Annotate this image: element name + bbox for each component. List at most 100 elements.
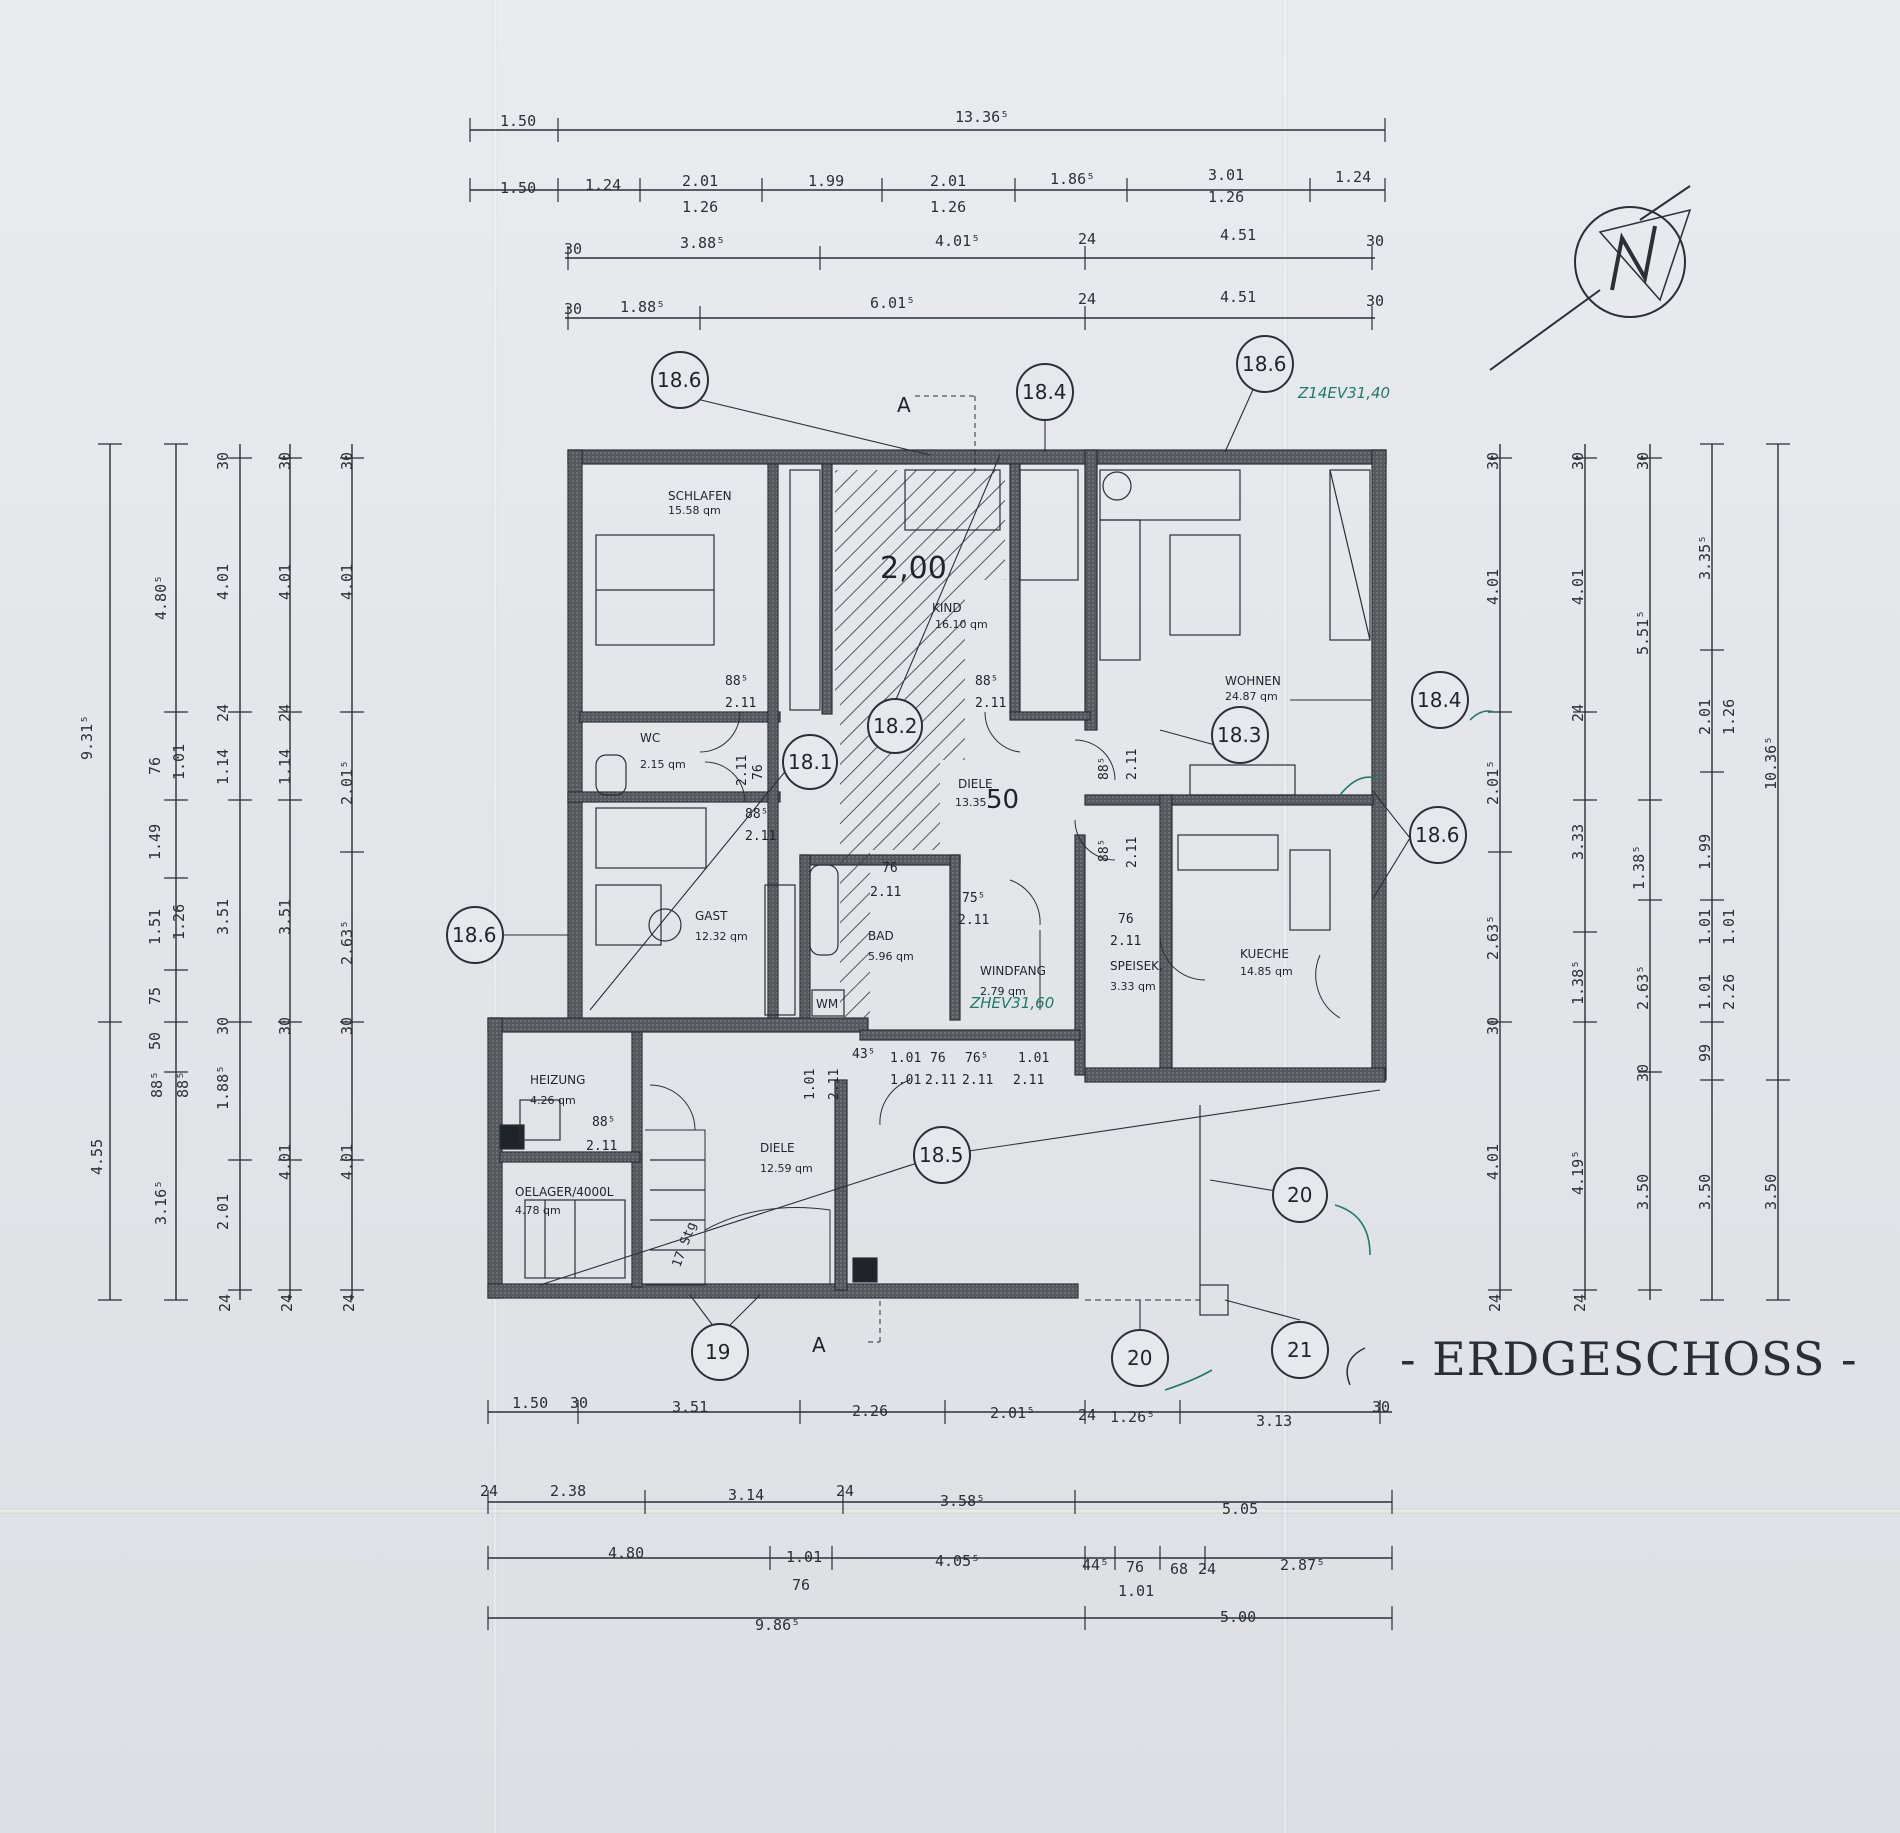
dim-top-4d: 24	[1078, 290, 1096, 308]
svg-text:18.2: 18.2	[873, 714, 918, 738]
bubble-3: 18.6	[1236, 335, 1294, 393]
dim-bot-3b: 1.01	[786, 1548, 822, 1566]
room-name-wm: WM	[816, 997, 838, 1011]
dim-top-2g: 3.01	[1208, 166, 1244, 184]
bubble-14: 21	[1271, 1321, 1329, 1379]
room-name-windfang: WINDFANG	[980, 964, 1046, 978]
walls	[487, 449, 1387, 1299]
door-label-5: 76	[751, 764, 766, 780]
dim-right-5a: 10.36⁵	[1762, 736, 1780, 790]
dim-right-3f: 3.50	[1634, 1174, 1652, 1210]
dim-right-4e: 1.01	[1696, 909, 1714, 945]
dim-bot-3a: 4.80	[608, 1544, 644, 1562]
room-name-bad: BAD	[868, 929, 894, 943]
door-label-30: 76	[930, 1051, 946, 1066]
dim-top-4c: 6.01⁵	[870, 294, 915, 312]
dim-bot-1e: 2.01⁵	[990, 1404, 1035, 1422]
room-name-wohnen: WOHNEN	[1225, 674, 1281, 688]
green-note-1: Z14EV31,40	[1297, 384, 1390, 402]
room-area-diele-lower: 12.59 qm	[760, 1162, 813, 1175]
dim-bot-1c: 3.51	[672, 1398, 708, 1416]
dimension-chain-left	[98, 443, 364, 1301]
dim-top-3d: 24	[1078, 230, 1096, 248]
dimension-chain-right	[1488, 443, 1790, 1301]
dim-left-4d: 1.14	[276, 749, 294, 785]
door-label-4: 2.11	[975, 696, 1006, 711]
room-name-schlafen: SCHLAFEN	[668, 489, 732, 503]
dim-bot-3c: 76	[792, 1576, 810, 1594]
svg-text:19: 19	[705, 1340, 730, 1364]
dim-right-2b: 4.01	[1569, 569, 1587, 605]
paper-fold-right	[1282, 0, 1288, 1833]
dim-right-4g: 99	[1696, 1044, 1714, 1062]
dim-left-5d: 2.63⁵	[338, 920, 356, 965]
green-note-2: ZHEV31,60	[969, 994, 1054, 1012]
svg-text:20: 20	[1287, 1183, 1312, 1207]
room-area-bad: 5.96 qm	[868, 950, 914, 963]
room-area-wohnen: 24.87 qm	[1225, 690, 1278, 703]
svg-text:18.1: 18.1	[788, 750, 833, 774]
dim-top-4e: 4.51	[1220, 288, 1256, 306]
dim-left-2a: 4.80⁵	[152, 575, 170, 620]
room-name-kueche: KUECHE	[1240, 947, 1289, 961]
furniture	[519, 469, 1371, 1316]
bubble-1: 18.6	[651, 351, 709, 409]
room-area-kind: 16.10 qm	[935, 618, 988, 631]
dim-bot-3g: 1.01	[1118, 1582, 1154, 1600]
dim-left-4f: 30	[276, 1017, 294, 1035]
bubble-2: 18.4	[1016, 363, 1074, 421]
dim-bot-1i: 30	[1372, 1398, 1390, 1416]
dimension-text-top: 1.50 13.36⁵ 1.50 1.24 2.01 1.99 2.01 1.8…	[500, 108, 1384, 318]
dim-top-4b: 1.88⁵	[620, 298, 665, 316]
door-label-19: 88⁵	[592, 1115, 615, 1130]
door-label-6: 2.11	[735, 755, 750, 786]
dim-left-2b: 76	[146, 757, 164, 775]
door-label-25: 76⁵	[965, 1051, 988, 1066]
dim-bot-2a: 24	[480, 1482, 498, 1500]
svg-text:18.6: 18.6	[657, 368, 702, 392]
svg-text:18.4: 18.4	[1022, 380, 1067, 404]
dim-left-3a: 30	[214, 452, 232, 470]
dim-left-5e: 30	[338, 1017, 356, 1035]
dim-top-2f: 1.86⁵	[1050, 170, 1095, 188]
dim-right-1g: 24	[1486, 1294, 1504, 1312]
room-area-windfang: 2.79 qm	[980, 985, 1026, 998]
door-label-17: 76	[1118, 912, 1134, 927]
dim-left-3c: 24	[214, 704, 232, 722]
dim-top-4a: 30	[564, 300, 582, 318]
door-label-8: 2.11	[745, 829, 776, 844]
door-label-12: 2.11	[1125, 837, 1140, 868]
dim-right-3b: 5.51⁵	[1634, 610, 1652, 655]
dim-left-2g: 75	[146, 987, 164, 1005]
room-area-gast: 12.32 qm	[695, 930, 748, 943]
room-name-gast: GAST	[695, 909, 728, 923]
dim-top-3e: 4.51	[1220, 226, 1256, 244]
door-label-3: 88⁵	[975, 674, 998, 689]
room-area-diele-upper: 13.35	[955, 796, 987, 809]
dim-left-5f: 4.01	[338, 1144, 356, 1180]
bubble-8: 18.6	[446, 906, 504, 964]
dim-left-4b: 4.01	[276, 564, 294, 600]
dim-left-5g: 24	[340, 1294, 358, 1312]
dim-bot-1b: 30	[570, 1394, 588, 1412]
door-label-1: 88⁵	[725, 674, 748, 689]
dim-right-4a: 3.35⁵	[1696, 535, 1714, 580]
dimension-text-bottom: 1.50 30 3.51 2.26 2.01⁵ 24 1.26⁵ 3.13 30…	[480, 1394, 1390, 1634]
dim-left-3e: 3.51	[214, 899, 232, 935]
dim-left-2j: 88⁵	[174, 1071, 192, 1098]
dim-right-2e: 1.38⁵	[1569, 960, 1587, 1005]
dim-left-4h: 24	[278, 1294, 296, 1312]
dim-bot-4a: 9.86⁵	[755, 1616, 800, 1634]
dimension-text-left: 9.31⁵ 4.55 4.80⁵ 76 1.01 1.49 1.51 1.26 …	[78, 452, 358, 1312]
dim-bot-2c: 3.14	[728, 1486, 764, 1504]
room-name-kind: KIND	[932, 601, 962, 615]
door-label-28: 2.11	[1013, 1073, 1044, 1088]
dim-left-1b: 4.55	[88, 1139, 106, 1175]
door-label-9: 88⁵	[1097, 757, 1112, 780]
dim-top-2e: 2.01	[930, 172, 966, 190]
dim-right-4f: 1.01	[1696, 974, 1714, 1010]
dim-right-4d: 1.99	[1696, 834, 1714, 870]
door-swings	[649, 711, 1341, 1131]
dim-top-1a: 1.50	[500, 112, 536, 130]
